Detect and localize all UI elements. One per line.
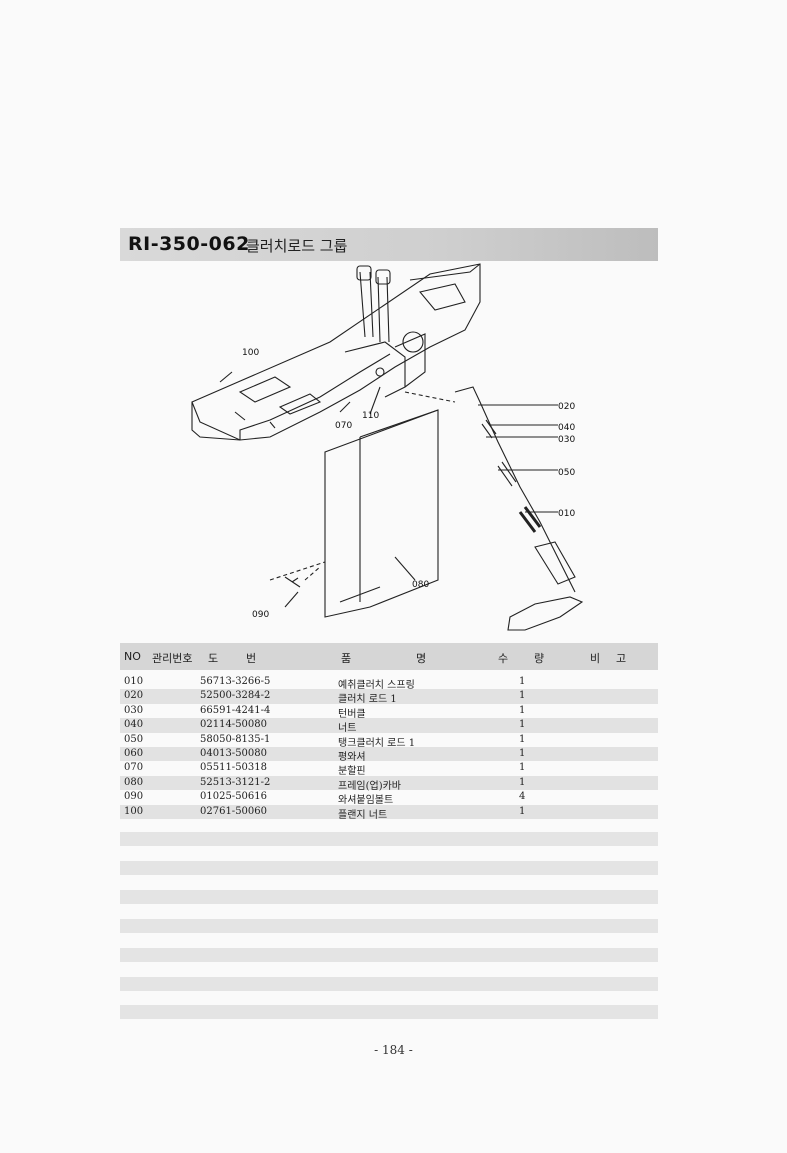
row-no: 040 [124,719,144,731]
callout-090: 090 [252,610,269,620]
clutch-rod [454,386,576,593]
row-part-number: 66591-4241-4 [200,704,271,716]
title-bar: RI-350-062 클러치로드 그룹 [120,228,658,261]
group-name: 클러치로드 그룹 [246,237,348,255]
row-no: 050 [124,733,144,745]
header-name-2: 명 [416,652,427,665]
row-qty: 1 [519,676,526,687]
row-part-name: 와셔붙임볼트 [338,795,394,807]
parts-table-header: NO 관리번호 도 번 품 명 수 량 비 고 [120,643,658,670]
table-row: 050 58050-8135-1 탱크클러치 로드 1 1 [120,733,658,749]
callout-030: 030 [558,435,575,445]
row-no: 070 [124,762,144,774]
header-note-2: 고 [616,652,627,665]
callout-040: 040 [558,423,575,433]
row-part-number: 52500-3284-2 [200,690,271,702]
row-part-number: 02114-50080 [200,719,268,731]
row-part-name: 프레임(업)카바 [338,780,402,792]
table-row: 100 02761-50060 플랜지 너트 1 [120,804,658,821]
row-part-number: 05511-50318 [200,762,268,774]
empty-row-stripe [120,890,658,904]
empty-row-stripe [120,832,658,846]
row-part-number: 58050-8135-1 [200,733,271,745]
row-qty: 1 [519,762,526,774]
row-part-name: 평와셔 [338,751,366,763]
table-row: 020 52500-3284-2 클러치 로드 1 1 [120,689,658,706]
row-part-name: 턴버클 [338,708,366,720]
row-qty: 1 [519,776,526,788]
table-row: 070 05511-50318 분할핀 1 [120,761,658,778]
parts-table-body: 010 56713-3266-5 예취클러치 스프링 1 020 52500-3… [120,675,658,821]
bracket [507,596,584,631]
empty-row-stripe [120,861,658,875]
empty-row-stripe [120,977,658,991]
page-number: - 184 - [374,1043,413,1057]
callout-020: 020 [558,402,575,412]
row-qty: 1 [519,690,526,702]
empty-row-stripe [120,919,658,933]
frame-outline [191,263,481,441]
header-name-1: 품 [341,652,352,665]
row-part-number: 56713-3266-5 [200,676,271,687]
empty-row-stripe [120,1005,658,1019]
callout-100: 100 [242,348,259,358]
table-row: 040 02114-50080 너트 1 [120,718,658,735]
row-part-name: 클러치 로드 1 [338,694,397,706]
callout-010: 010 [558,509,575,519]
group-code: RI-350-062 [128,233,250,255]
row-no: 090 [124,791,144,803]
table-row: 010 56713-3266-5 예취클러치 스프링 1 [120,675,658,691]
row-part-number: 04013-50080 [200,747,268,759]
table-row: 080 52513-3121-2 프레임(업)카바 1 [120,775,658,792]
row-part-name: 분할핀 [338,766,366,778]
row-qty: 1 [519,733,526,745]
row-qty: 1 [519,747,526,759]
row-qty: 1 [519,719,526,731]
row-no: 020 [124,690,144,702]
table-row: 060 04013-50080 평와셔 1 [120,746,658,763]
exploded-parts-diagram: 100 070 110 020 040 030 050 010 080 090 [191,263,584,631]
header-qty-2: 량 [534,652,545,665]
row-part-name: 예취클러치 스프링 [338,680,415,691]
row-no: 030 [124,704,144,716]
row-part-name: 탱크클러치 로드 1 [338,737,416,749]
row-qty: 1 [519,704,526,716]
row-no: 010 [124,676,144,687]
header-qty-1: 수 [498,652,509,665]
header-note-1: 비 [590,652,601,665]
empty-row-stripe [120,948,658,962]
row-no: 060 [124,747,144,759]
row-part-name: 플랜지 너트 [338,809,388,821]
callout-070: 070 [335,421,352,431]
table-row: 030 66591-4241-4 턴버클 1 [120,704,658,720]
callout-080: 080 [412,580,429,590]
lever-right [377,276,390,343]
lever-left [359,271,374,338]
header-no: NO [124,650,141,663]
header-drawing-1: 도 [208,652,219,665]
header-drawing-2: 번 [246,652,257,665]
callout-110: 110 [362,411,379,421]
row-no: 080 [124,776,144,788]
row-part-name: 너트 [338,723,357,735]
callout-050: 050 [558,468,575,478]
row-part-number: 01025-50616 [200,791,268,803]
header-mgmt-no: 관리번호 [152,652,193,665]
row-part-number: 52513-3121-2 [200,776,271,788]
row-no: 100 [124,805,144,817]
table-row: 090 01025-50616 와셔붙임볼트 4 [120,790,658,807]
row-part-number: 02761-50060 [200,805,268,817]
row-qty: 1 [519,805,526,817]
row-qty: 4 [519,791,526,803]
